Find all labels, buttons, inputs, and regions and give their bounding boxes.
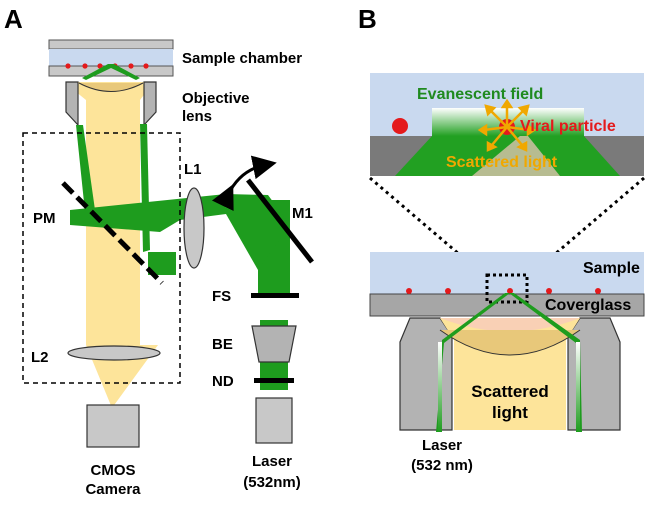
- particle-dot: [143, 63, 149, 69]
- l1-lens: [183, 187, 205, 269]
- cmos-camera: [86, 404, 140, 448]
- particle-dot: [82, 63, 88, 69]
- laser-source: [255, 397, 293, 444]
- fs-aperture: [251, 293, 299, 298]
- inset-zoom: [370, 73, 644, 176]
- particle-dot: [507, 288, 513, 294]
- label-l1: L1: [184, 161, 202, 178]
- label-nd: ND: [212, 373, 234, 390]
- label-l2: L2: [31, 349, 49, 366]
- particle-dot: [546, 288, 552, 294]
- label-coverglass: Coverglass: [545, 297, 631, 314]
- label-scattered-line1: Scattered: [471, 382, 548, 401]
- particle-dot: [445, 288, 451, 294]
- label-laser-b-line2: (532 nm): [411, 457, 473, 474]
- label-evanescent-field: Evanescent field: [417, 86, 543, 103]
- scatter-arrows: [477, 98, 537, 152]
- viral-particle-left: [392, 118, 408, 134]
- label-pm: PM: [33, 210, 56, 227]
- panel-label-a: A: [4, 4, 23, 34]
- label-be: BE: [212, 336, 233, 353]
- laser-beam-b: [436, 293, 582, 432]
- label-laser-line2: (532nm): [243, 474, 301, 491]
- particle-dot: [97, 63, 103, 69]
- l2-lens: [67, 345, 161, 361]
- label-camera-line2: Camera: [85, 481, 141, 498]
- label-laser-b-line1: Laser: [422, 437, 462, 454]
- sample-layer: [370, 252, 644, 294]
- particle-dot: [406, 288, 412, 294]
- particle-dot: [128, 63, 134, 69]
- objective-lens: [65, 81, 157, 127]
- label-viral-particle: Viral particle: [520, 118, 616, 135]
- label-sample-chamber: Sample chamber: [182, 50, 302, 67]
- label-objective-line1: Objective: [182, 90, 250, 107]
- optics-dashed-box: [22, 132, 181, 384]
- label-scattered-light-inset: Scattered light: [446, 154, 558, 171]
- label-objective-line2: lens: [182, 108, 212, 125]
- be-beam-expander: [251, 325, 297, 363]
- zoom-box: [485, 273, 529, 304]
- sample-chamber: [48, 39, 174, 77]
- label-fs: FS: [212, 288, 231, 305]
- panel-label-b: B: [358, 4, 377, 34]
- nd-filter: [254, 378, 294, 383]
- label-camera-line1: CMOS: [91, 462, 136, 479]
- rotation-arrow: [211, 155, 277, 212]
- particle-dot: [595, 288, 601, 294]
- particle-dot: [65, 63, 71, 69]
- pm-mirror: [61, 181, 164, 285]
- label-m1: M1: [292, 205, 313, 222]
- label-laser-line1: Laser: [252, 453, 292, 470]
- label-scattered-line2: light: [492, 403, 528, 422]
- label-sample: Sample: [583, 260, 640, 277]
